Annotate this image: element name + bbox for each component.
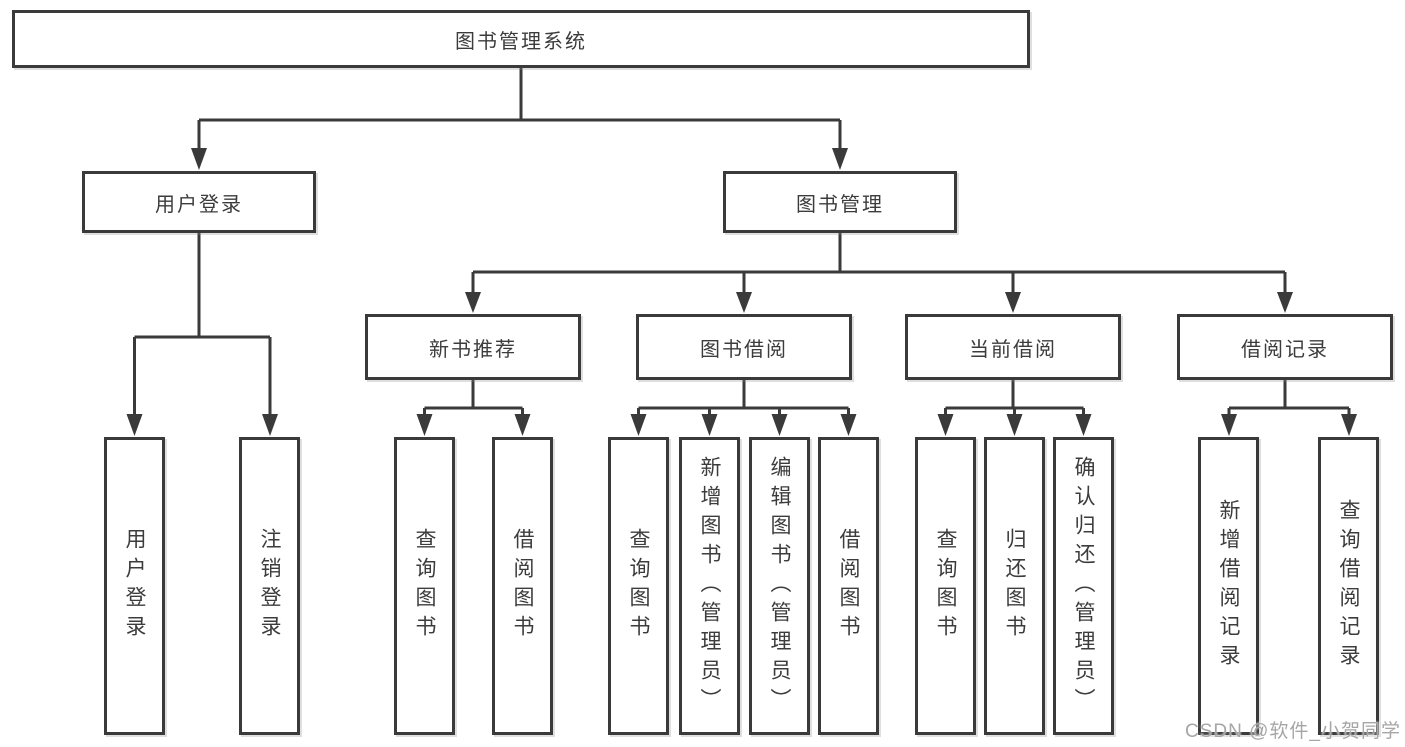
node-new-book-rec: 新书推荐: [365, 314, 581, 380]
leaf-record-add-record-label: 新增借阅记录: [1217, 499, 1240, 673]
leaf-current-return-books: 归还图书: [984, 437, 1045, 735]
leaf-record-add-record: 新增借阅记录: [1198, 437, 1259, 735]
leaf-borrow-borrow-books: 借阅图书: [818, 437, 879, 735]
leaf-borrow-query-books-label: 查询图书: [627, 528, 650, 644]
leaf-current-query-books-label: 查询图书: [934, 528, 957, 644]
leaf-borrow-edit-books: 编辑图书（管理员）: [749, 437, 810, 735]
node-new-book-rec-label: 新书推荐: [429, 338, 517, 361]
leaf-borrow-edit-books-label: 编辑图书（管理员）: [768, 455, 791, 717]
watermark-text: CSDN @软件_小贺同学: [1185, 721, 1401, 742]
leaf-current-confirm-return: 确认归还（管理员）: [1053, 437, 1114, 735]
leaf-record-query-record: 查询借阅记录: [1318, 437, 1379, 735]
leaf-current-return-books-label: 归还图书: [1003, 528, 1026, 644]
leaf-borrow-add-books-label: 新增图书（管理员）: [698, 455, 721, 717]
connector-group-current-borrow: [937, 380, 1092, 436]
leaf-newrec-query-books: 查询图书: [394, 437, 455, 735]
leaf-borrow-add-books: 新增图书（管理员）: [679, 437, 740, 735]
node-book-borrow: 图书借阅: [636, 314, 852, 380]
connector-group-book-borrow: [630, 380, 857, 436]
node-book-mgmt: 图书管理: [723, 171, 957, 233]
leaf-borrow-query-books: 查询图书: [608, 437, 669, 735]
connector-group-user-login: [126, 233, 278, 436]
node-root-label: 图书管理系统: [455, 30, 587, 53]
connector-group-root: [191, 68, 848, 170]
node-current-borrow: 当前借阅: [905, 314, 1121, 380]
leaf-user-login: 用户登录: [104, 437, 165, 735]
node-user-login: 用户登录: [82, 171, 316, 233]
node-root: 图书管理系统: [12, 10, 1030, 68]
leaf-borrow-borrow-books-label: 借阅图书: [837, 528, 860, 644]
leaf-logout: 注销登录: [239, 437, 300, 735]
node-current-borrow-label: 当前借阅: [969, 338, 1057, 361]
node-book-borrow-label: 图书借阅: [700, 338, 788, 361]
leaf-user-login-label: 用户登录: [123, 528, 146, 644]
leaf-current-confirm-return-label: 确认归还（管理员）: [1072, 455, 1095, 717]
leaf-current-query-books: 查询图书: [915, 437, 976, 735]
node-borrow-record: 借阅记录: [1177, 314, 1393, 380]
connector-group-book-mgmt: [465, 233, 1293, 313]
node-user-login-label: 用户登录: [155, 193, 243, 216]
leaf-record-query-record-label: 查询借阅记录: [1337, 499, 1360, 673]
leaf-newrec-borrow-books: 借阅图书: [492, 437, 553, 735]
node-book-mgmt-label: 图书管理: [796, 193, 884, 216]
leaf-newrec-borrow-books-label: 借阅图书: [511, 528, 534, 644]
leaf-logout-label: 注销登录: [258, 528, 281, 644]
connector-group-new-book-rec: [416, 380, 531, 436]
connector-group-borrow-record: [1221, 380, 1357, 436]
node-borrow-record-label: 借阅记录: [1241, 338, 1329, 361]
leaf-newrec-query-books-label: 查询图书: [413, 528, 436, 644]
